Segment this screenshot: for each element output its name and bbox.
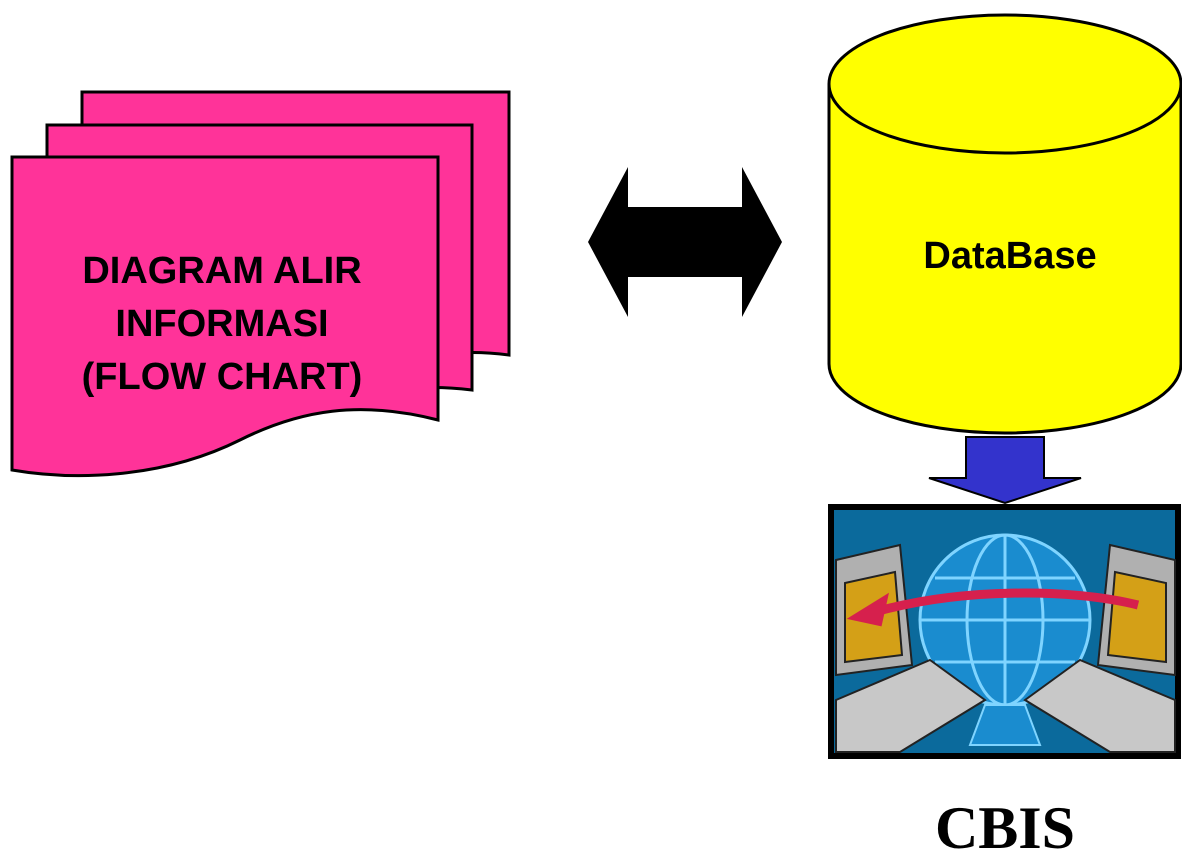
database-top <box>827 13 1182 155</box>
transfer-arrowhead <box>846 592 889 627</box>
document-title-line-2: INFORMASI <box>115 303 328 345</box>
document-title-line-1: DIAGRAM ALIR <box>82 250 361 292</box>
bidirectional-arrow-icon <box>588 167 782 317</box>
multi-document-shape: DIAGRAM ALIR INFORMASI (FLOW CHART) <box>10 90 511 478</box>
cbis-caption: CBIS <box>935 795 1075 853</box>
database-cylinder: DataBase <box>827 13 1182 435</box>
computer-network-globe-icon <box>828 504 1181 759</box>
down-arrow-icon <box>928 436 1082 505</box>
right-keyboard <box>1023 658 1176 753</box>
document-front-page <box>10 155 440 478</box>
right-computer-icon <box>1023 543 1176 753</box>
right-screen <box>1106 570 1167 664</box>
transfer-arrow-icon <box>873 588 1140 617</box>
document-title-line-3: (FLOW CHART) <box>82 356 363 398</box>
database-body <box>827 84 1182 435</box>
left-keyboard <box>835 658 987 753</box>
database-label: DataBase <box>923 235 1096 277</box>
globe-stand <box>968 704 1042 746</box>
